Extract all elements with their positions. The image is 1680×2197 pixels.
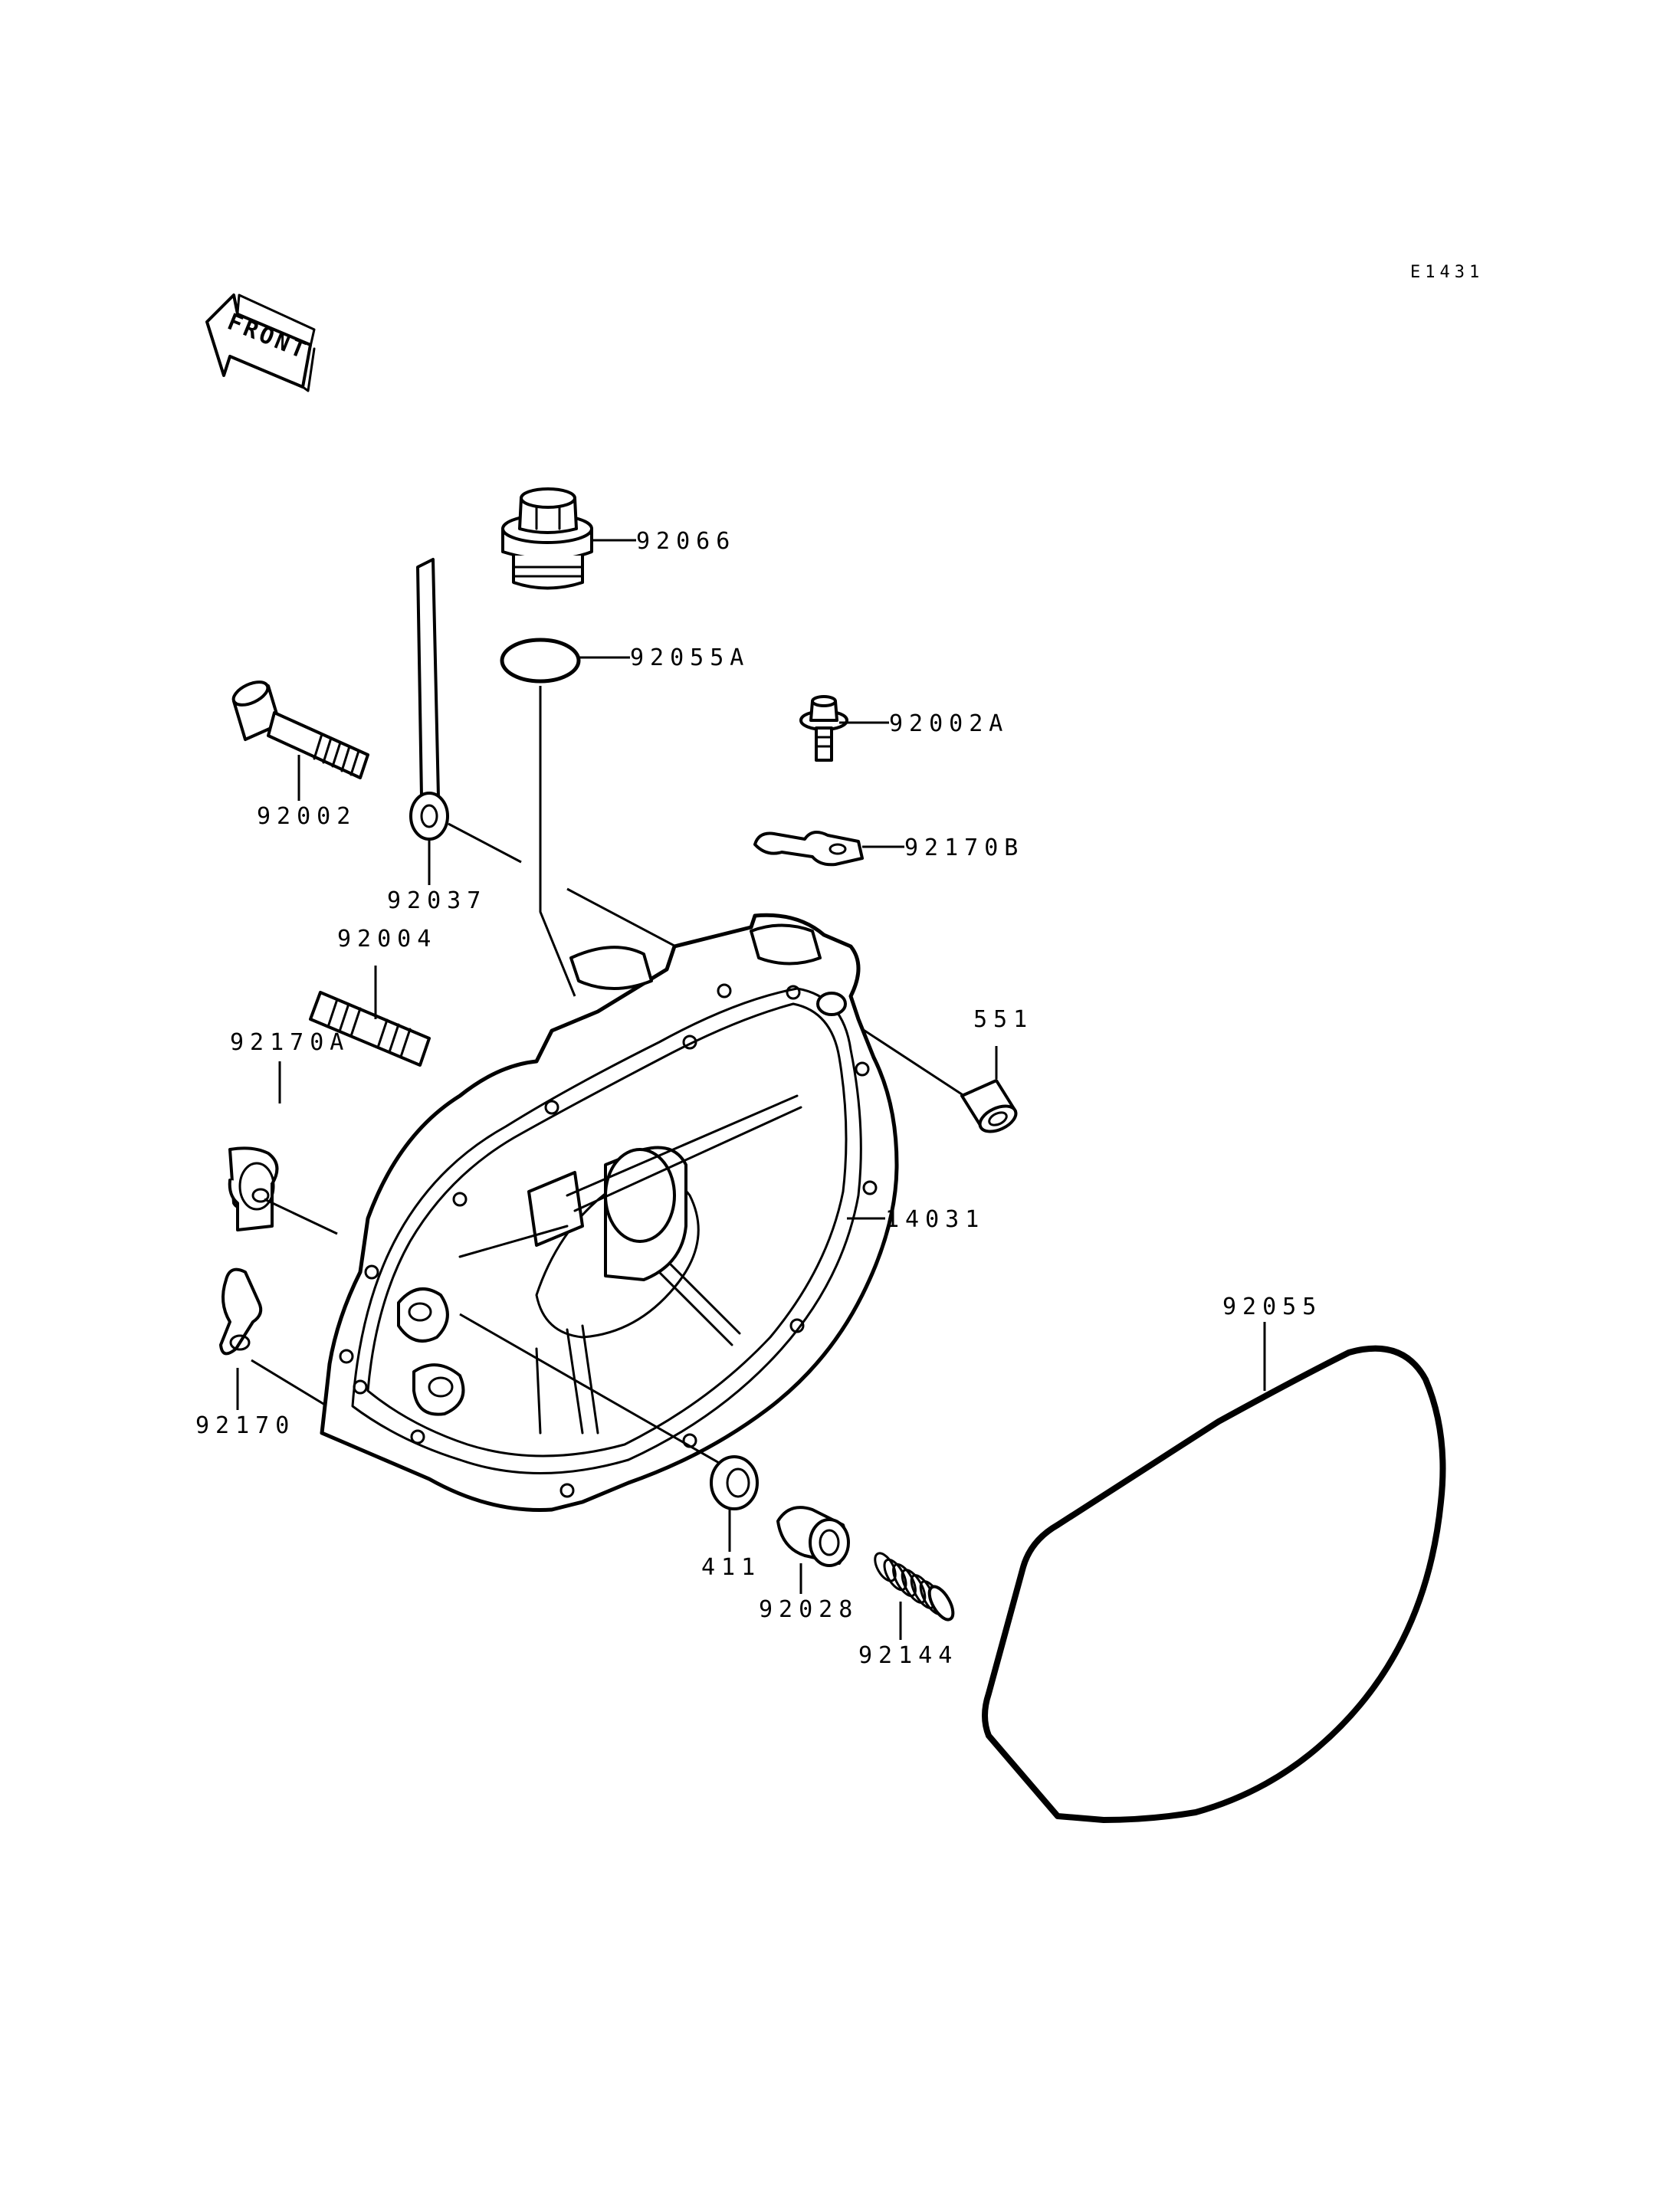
part-92170B-clamp	[753, 831, 864, 867]
part-92170A-clamp	[228, 1146, 279, 1231]
part-92002A-bolt	[799, 695, 848, 762]
label-92037: 92037	[387, 887, 487, 914]
front-arrow-icon: FRONT	[205, 293, 316, 392]
label-92170B: 92170B	[904, 835, 1024, 861]
part-92002-bolt	[231, 680, 369, 779]
part-92170-clamp	[219, 1267, 263, 1356]
label-92144: 92144	[858, 1642, 958, 1669]
label-92028: 92028	[759, 1596, 858, 1623]
label-92055A: 92055A	[630, 644, 750, 671]
part-92066-plug	[501, 487, 593, 590]
part-92055-gasket	[982, 1345, 1446, 1823]
label-92170: 92170	[195, 1412, 295, 1439]
label-92004: 92004	[337, 926, 437, 953]
part-92028-bushing	[776, 1506, 850, 1567]
part-92004-stud	[309, 991, 431, 1067]
part-92037-dipstick	[409, 558, 449, 841]
label-14031: 14031	[885, 1206, 985, 1233]
part-551-dowel	[960, 1079, 1018, 1133]
part-92144-spring	[874, 1552, 955, 1622]
label-551: 551	[973, 1006, 1033, 1033]
part-14031-clutch-cover	[320, 913, 899, 1512]
label-92170A: 92170A	[230, 1029, 349, 1056]
label-92002A: 92002A	[889, 710, 1009, 737]
label-411: 411	[701, 1554, 761, 1581]
part-92055A-oring	[500, 638, 581, 684]
part-411-washer	[710, 1455, 759, 1510]
label-92055: 92055	[1222, 1294, 1322, 1320]
label-92002: 92002	[257, 803, 356, 830]
bolt-hole-icon	[339, 983, 878, 1498]
label-92066: 92066	[636, 528, 736, 555]
diagram-code: E1431	[1410, 263, 1484, 282]
